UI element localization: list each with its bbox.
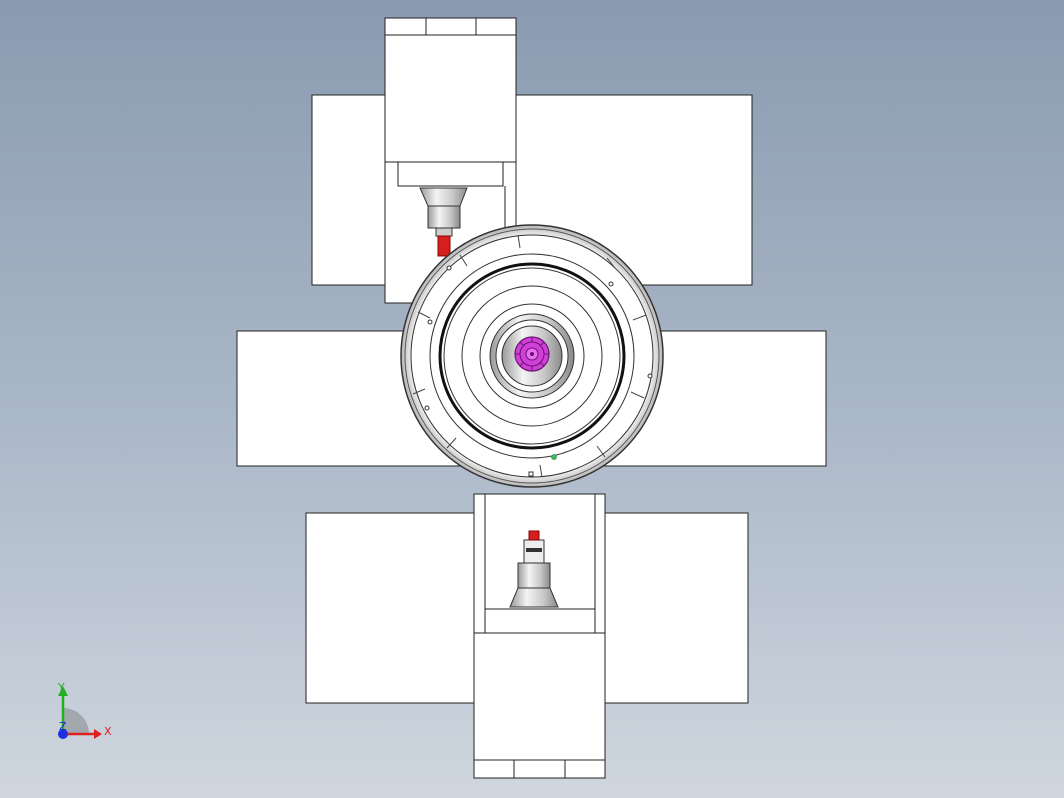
x-axis-label: X	[104, 725, 112, 738]
top-spindle-tool[interactable]	[419, 187, 468, 257]
table-center-hub[interactable]	[514, 336, 550, 372]
y-axis-label: Y	[57, 681, 65, 694]
z-axis-label: Z	[59, 720, 67, 733]
coordinate-triad: Y X Z	[57, 681, 112, 739]
bottom-spindle-tool[interactable]	[509, 530, 559, 608]
position-marker	[551, 454, 557, 460]
z-axis-dot	[58, 729, 68, 739]
